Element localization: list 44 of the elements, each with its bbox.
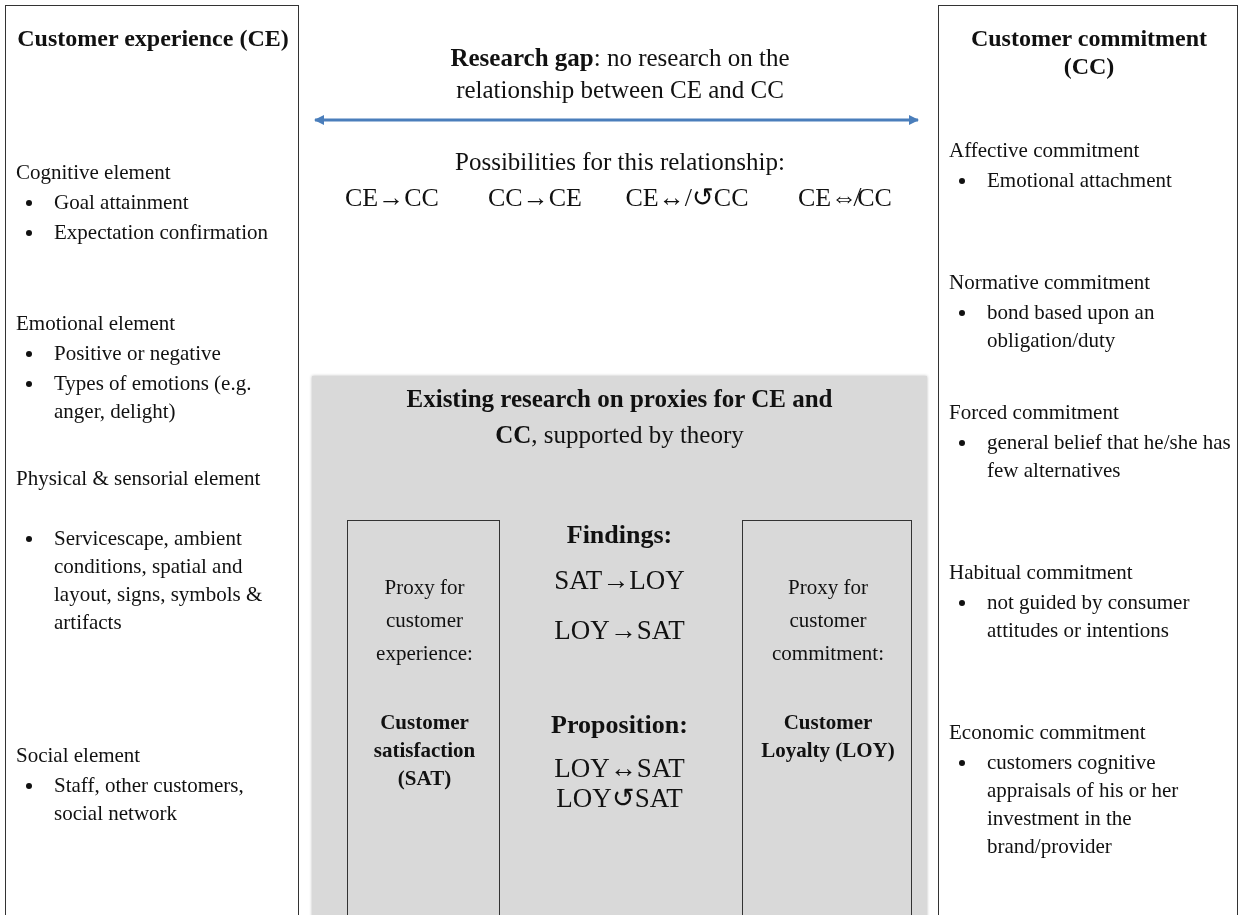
category-heading: Forced commitment (949, 399, 1120, 426)
double-arrow (314, 115, 919, 125)
bullet-item: Expectation confirmation (16, 218, 296, 246)
bullet-item: customers cognitive appraisals of his or her investment in the brand/provider (949, 748, 1233, 860)
category-heading: Normative commitment (949, 269, 1152, 296)
panel-heading: Customer commitment (CC) (969, 24, 1209, 80)
bullet-item: Servicescape, ambient conditions, spatial and layout, signs, symbols & artifacts (16, 524, 296, 636)
text: LOY↺SAT (555, 784, 684, 812)
concept-panel (5, 5, 299, 915)
term-heading: Customer Loyalty (LOY) (760, 709, 896, 764)
category-heading: Economic commitment (949, 719, 1147, 746)
bullet-item: Goal attainment (16, 188, 296, 216)
term-heading: Customer satisfaction (SAT) (372, 709, 477, 792)
bullet-item: Positive or negative (16, 339, 296, 367)
text: Proxy for customer commitment: (771, 574, 885, 667)
category-heading: Social element (16, 742, 142, 769)
category-heading: Affective commitment (949, 137, 1141, 164)
relation-formula: CE↔/↺CC (624, 184, 750, 212)
text: Existing research on proxies for CE and CC, supported by theory (405, 384, 834, 450)
bullet-item: Types of emotions (e.g. anger, delight) (16, 369, 296, 425)
research-panel (312, 376, 927, 915)
bullet-item: Emotional attachment (949, 166, 1233, 194)
bullet-item: not guided by consumer attitudes or intentions (949, 588, 1233, 644)
note-text: Possibilities for this relationship: (454, 148, 786, 176)
text: LOY→SAT (553, 616, 686, 644)
text: LOY↔SAT (553, 754, 686, 782)
proxy-box (742, 520, 912, 915)
category-heading: Habitual commitment (949, 559, 1134, 586)
relation-formula: CE→CC (344, 184, 440, 212)
bullet-item: bond based upon an obligation/duty (949, 298, 1233, 354)
relation-formula: CE⇎CC (797, 184, 893, 212)
term-heading: Proposition: (550, 711, 689, 739)
proxy-box (347, 520, 500, 915)
panel-heading: Customer experience (CE) (16, 24, 290, 52)
text: SAT→LOY (553, 566, 686, 594)
concept-panel (938, 5, 1238, 915)
relation-formula: CC→CE (487, 184, 583, 212)
term-heading: Findings: (565, 521, 674, 549)
bullet-item: general belief that he/she has few alternatives (949, 428, 1233, 484)
bullet-item: Staff, other customers, social network (16, 771, 276, 827)
category-heading: Cognitive element (16, 159, 172, 186)
text: Proxy for customer experience: (375, 574, 474, 667)
category-heading: Emotional element (16, 310, 177, 337)
category-heading: Physical & sensorial element (16, 465, 262, 492)
